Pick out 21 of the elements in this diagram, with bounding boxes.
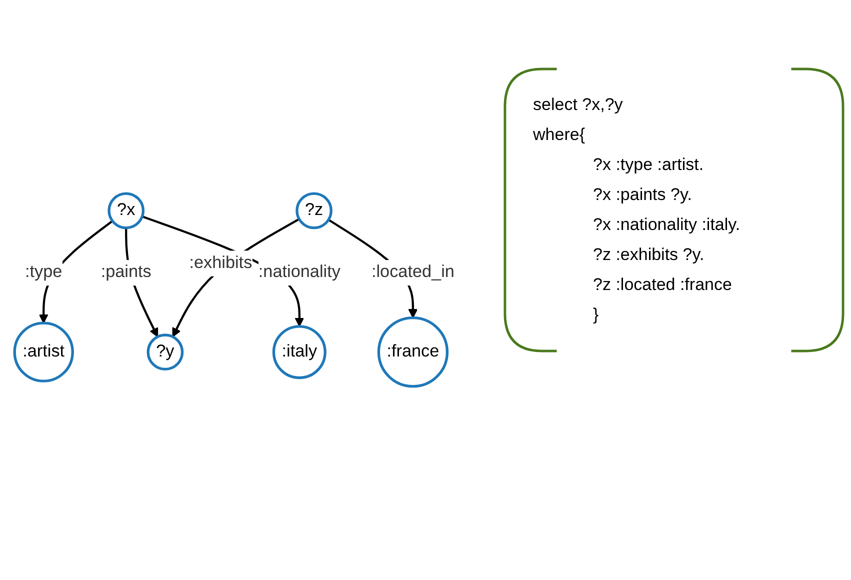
arrow xyxy=(172,218,300,338)
edge-label: :paints xyxy=(100,263,152,282)
edge-label: :located_in xyxy=(371,263,454,282)
edge-label: :nationality xyxy=(258,263,340,282)
node-circle: ?x xyxy=(108,192,145,230)
node-circle: ?z xyxy=(296,192,332,230)
query-text-line: ?x :paints ?y. xyxy=(593,185,692,204)
edge-label: :exhibits xyxy=(189,254,252,272)
query-text-line: } xyxy=(593,305,599,324)
query-text-line: ?x :nationality :italy. xyxy=(593,215,740,234)
query-text-line: ?z :exhibits ?y. xyxy=(593,245,704,264)
node-circle: :france xyxy=(377,316,449,388)
query-text-line: ?z :located :france xyxy=(593,275,732,294)
node-circle: :italy xyxy=(272,325,326,380)
query-text-line: where{ xyxy=(533,125,585,144)
query-text-line: ?x :type :artist. xyxy=(593,155,704,174)
arrow xyxy=(142,215,304,327)
node-circle: :artist xyxy=(13,322,74,382)
query-text-line: select ?x,?y xyxy=(533,95,623,114)
edge-label: :type xyxy=(25,263,62,282)
node-circle: ?y xyxy=(146,334,184,371)
